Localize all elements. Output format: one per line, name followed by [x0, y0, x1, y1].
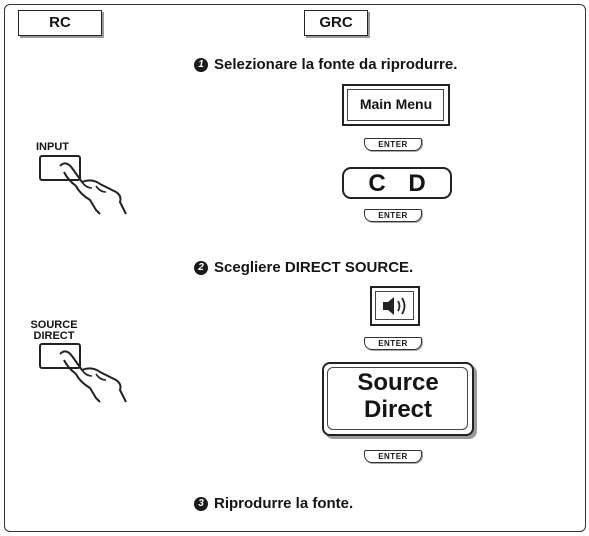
- step-1: 1 Selezionare la fonte da riprodurre.: [194, 56, 457, 73]
- step-number-2: 2: [194, 260, 208, 275]
- cd-display[interactable]: C D: [342, 167, 452, 199]
- step-3-text: Riprodurre la fonte.: [214, 495, 354, 512]
- pointing-hand-icon: [39, 343, 127, 403]
- enter-key-2[interactable]: ENTER: [364, 209, 422, 222]
- rc-column-header: RC: [18, 10, 102, 36]
- grc-column-header: GRC: [304, 10, 368, 36]
- instruction-panel: [4, 4, 586, 532]
- speaker-screen[interactable]: [370, 286, 420, 326]
- step-2-text: Scegliere DIRECT SOURCE.: [214, 259, 414, 276]
- step-number-1: 1: [194, 57, 208, 72]
- source-direct-button[interactable]: [39, 343, 127, 403]
- step-1-text: Selezionare la fonte da riprodurre.: [214, 56, 458, 73]
- main-menu-label: Main Menu: [359, 96, 433, 112]
- pointing-hand-icon: [39, 155, 127, 215]
- input-button[interactable]: [39, 155, 127, 215]
- source-direct-button-label: SOURCE DIRECT: [30, 319, 78, 342]
- source-direct-display[interactable]: Source Direct: [322, 362, 474, 436]
- enter-key-4[interactable]: ENTER: [364, 450, 422, 463]
- step-2: 2 Scegliere DIRECT SOURCE.: [194, 259, 413, 276]
- step-3: 3 Riprodurre la fonte.: [194, 495, 353, 512]
- source-direct-screen-label: Source Direct: [357, 369, 439, 423]
- step-number-3: 3: [194, 496, 208, 511]
- speaker-sound-icon: [383, 297, 406, 315]
- enter-key-1[interactable]: ENTER: [364, 138, 422, 151]
- enter-key-3[interactable]: ENTER: [364, 337, 422, 350]
- main-menu-screen[interactable]: Main Menu: [342, 84, 450, 126]
- cd-label: C D: [368, 170, 434, 197]
- input-button-label: INPUT: [36, 141, 69, 153]
